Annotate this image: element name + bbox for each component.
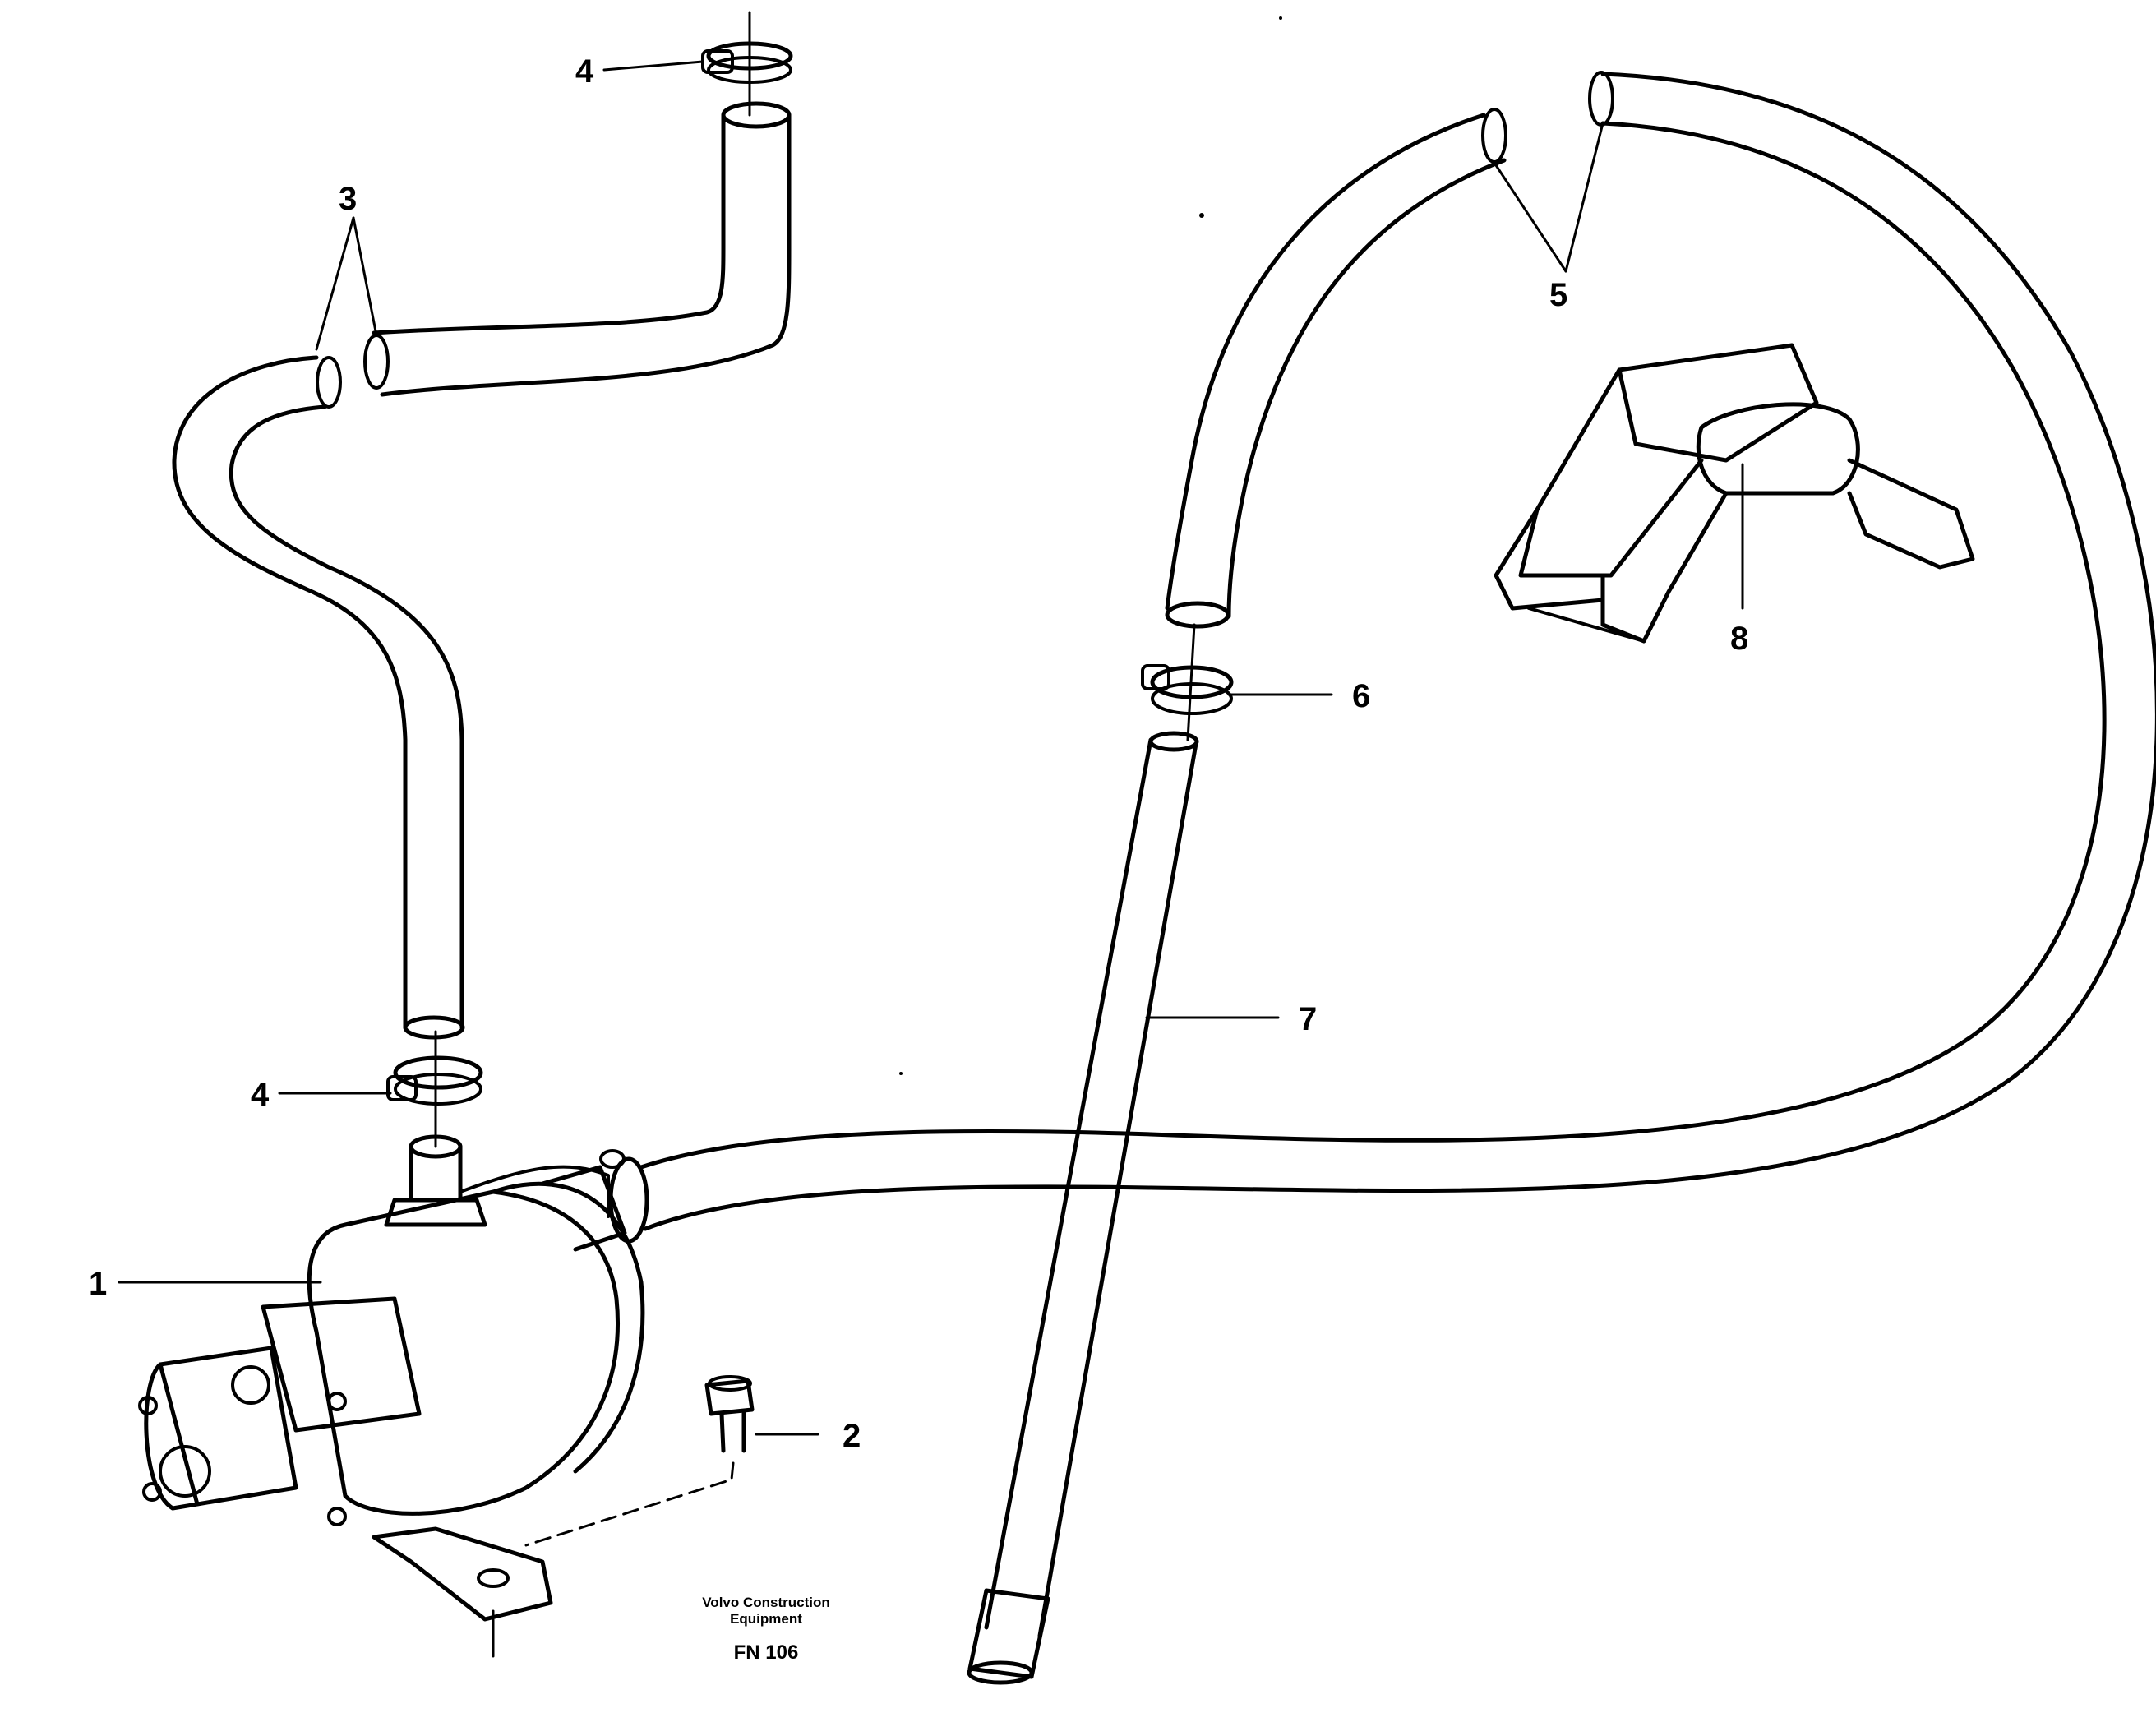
guard-8 — [1494, 343, 1975, 644]
bolt-2 — [524, 1375, 755, 1547]
clamp-6 — [1141, 623, 1234, 741]
leader-lines — [118, 60, 1744, 1436]
footer-line-1: Volvo Construction — [702, 1595, 830, 1610]
callout-3: 3 — [339, 181, 357, 217]
footer-caption: Volvo Construction Equipment FN 106 — [702, 1595, 830, 1664]
callout-7: 7 — [1299, 1001, 1317, 1037]
footer-code: FN 106 — [734, 1641, 799, 1664]
pump-1 — [138, 1134, 649, 1658]
callout-2: 2 — [843, 1418, 861, 1454]
hose-5 — [639, 71, 2156, 1231]
footer-line-2: Equipment — [730, 1611, 802, 1627]
tube-7 — [967, 731, 1199, 1685]
callout-5: 5 — [1549, 277, 1567, 313]
clamp-4-top — [701, 11, 793, 117]
callout-6: 6 — [1352, 678, 1370, 714]
scan-specks — [899, 16, 1282, 1075]
callout-1: 1 — [89, 1266, 107, 1302]
callout-numbers: 4 3 4 1 2 5 6 7 8 — [89, 53, 1748, 1454]
callout-4-top: 4 — [575, 53, 594, 90]
hose-3-lower — [172, 355, 465, 1040]
callout-8: 8 — [1730, 621, 1748, 657]
clamp-4-bottom — [386, 1030, 483, 1148]
hose-3-upper — [363, 101, 792, 397]
callout-4-bottom: 4 — [251, 1077, 270, 1113]
